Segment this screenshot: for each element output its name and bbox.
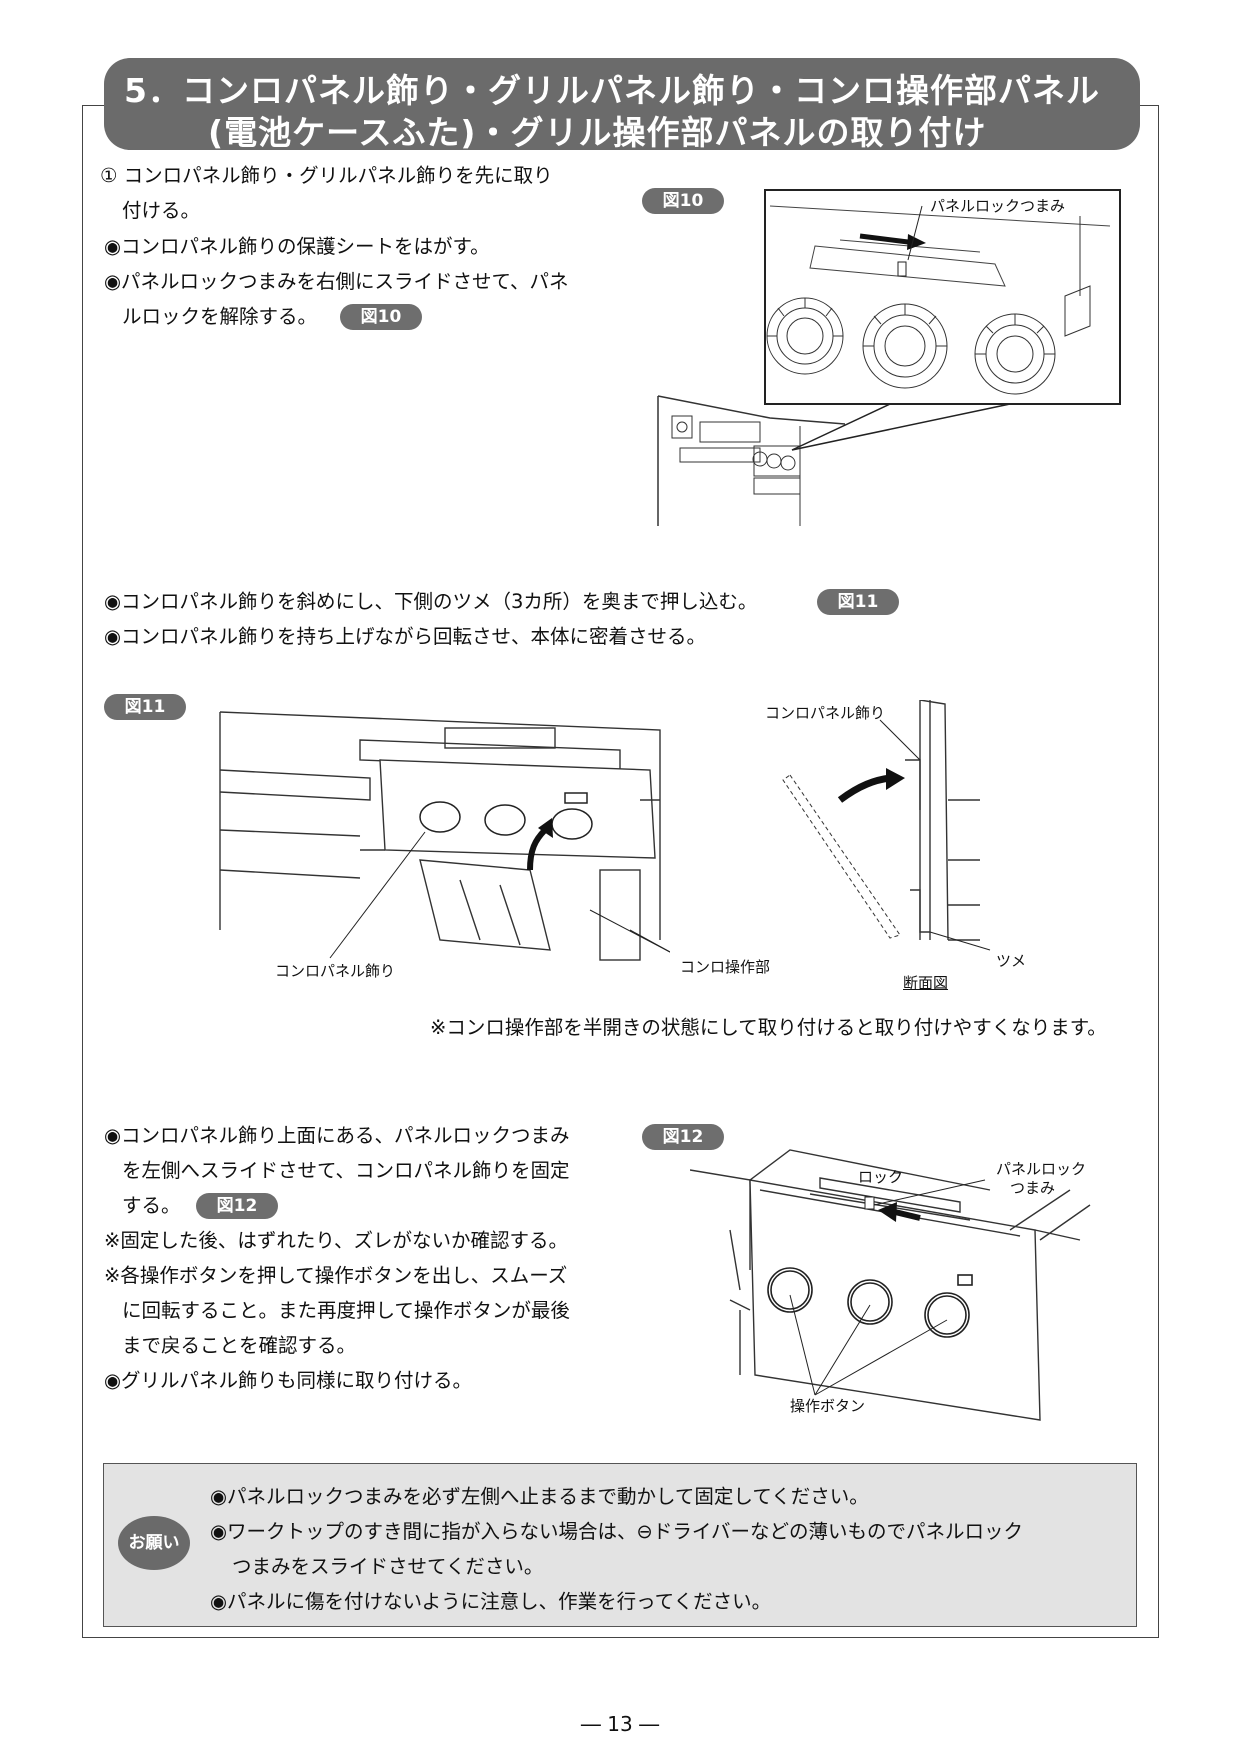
note-check-fix: ※固定した後、はずれたり、ズレがないか確認する。 [104, 1229, 569, 1252]
fig11-illustration [200, 700, 670, 970]
bullet-unlock: ◉パネルロックつまみを右側にスライドさせて、パネ [104, 270, 569, 293]
fig11-label-op: コンロ操作部 [680, 958, 771, 976]
step1-text-cont: 付ける。 [122, 199, 201, 222]
notice-item-2-cont: つまみをスライドさせてください。 [232, 1555, 544, 1578]
fig12-label-knob2: つまみ [1010, 1179, 1056, 1197]
notice-tag: お願い [118, 1516, 190, 1570]
fig11-label-tab: ツメ [996, 952, 1027, 970]
fig11-label-section: 断面図 [903, 974, 949, 992]
section-title: 5．コンロパネル飾り・グリルパネル飾り・コンロ操作部パネル (電池ケースふた)・… [104, 58, 1140, 152]
fig11-section-view [780, 700, 1000, 960]
fig12-label-buttons: 操作ボタン [790, 1397, 866, 1415]
fig10-badge: 図10 [642, 188, 724, 214]
bullet-rotate-panel: ◉コンロパネル飾りを持ち上げながら回転させ、本体に密着させる。 [104, 625, 707, 648]
note-check-buttons-c2: まで戻ることを確認する。 [122, 1334, 357, 1357]
page-number: ― 13 ― [580, 1712, 660, 1736]
note-check-buttons-c1: に回転すること。また再度押して操作ボタンが最後 [122, 1299, 570, 1322]
fig11-label-panel-side: コンロパネル飾り [765, 704, 886, 722]
notice-item-2: ◉ワークトップのすき間に指が入らない場合は、⊖ドライバーなどの薄いものでパネルロ… [210, 1520, 1023, 1543]
fig12-label-knob1: パネルロック [996, 1160, 1087, 1178]
notice-box [103, 1463, 1137, 1627]
fig12-illustration [690, 1130, 1100, 1430]
note-check-buttons: ※各操作ボタンを押して操作ボタンを出し、スムーズ [104, 1264, 568, 1287]
figure-ref-12: 図12 [196, 1193, 278, 1219]
fig10-illustration [650, 186, 1125, 536]
fig11-note: ※コンロ操作部を半開きの状態にして取り付けると取り付けやすくなります。 [430, 1016, 1107, 1039]
bullet-unlock-cont: ルロックを解除する。 [122, 305, 318, 328]
bullet-insert-tabs: ◉コンロパネル飾りを斜めにし、下側のツメ（3カ所）を奥まで押し込む。 [104, 590, 758, 613]
fig11-badge: 図11 [104, 694, 186, 720]
bullet-lock-knob: ◉コンロパネル飾り上面にある、パネルロックつまみ [104, 1124, 570, 1147]
step1-text: ① コンロパネル飾り・グリルパネル飾りを先に取り [100, 164, 553, 187]
notice-item-1: ◉パネルロックつまみを必ず左側へ止まるまで動かして固定してください。 [210, 1485, 869, 1508]
bullet-lock-knob-c2: する。 [122, 1194, 181, 1217]
figure-ref-10: 図10 [340, 304, 422, 330]
bullet-grill-panel: ◉グリルパネル飾りも同様に取り付ける。 [104, 1369, 473, 1392]
fig12-badge: 図12 [642, 1124, 724, 1150]
figure-ref-11: 図11 [817, 589, 899, 615]
fig11-label-panel: コンロパネル飾り [275, 962, 396, 980]
fig12-label-lock: ロック [858, 1168, 904, 1186]
title-line2: (電池ケースふた)・グリル操作部パネルの取り付け [208, 113, 987, 152]
title-line1: 5．コンロパネル飾り・グリルパネル飾り・コンロ操作部パネル [124, 71, 1100, 110]
notice-item-3: ◉パネルに傷を付けないように注意し、作業を行ってください。 [210, 1590, 772, 1613]
fig10-label-knob: パネルロックつまみ [930, 197, 1066, 215]
bullet-remove-sheet: ◉コンロパネル飾りの保護シートをはがす。 [104, 235, 490, 258]
bullet-lock-knob-c1: を左側へスライドさせて、コンロパネル飾りを固定 [122, 1159, 570, 1182]
